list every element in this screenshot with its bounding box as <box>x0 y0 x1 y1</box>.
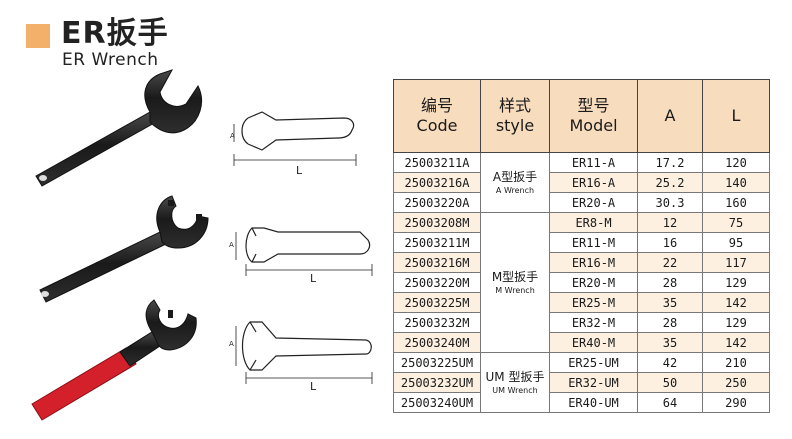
model-cell: ER8-M <box>549 212 638 233</box>
l-value-cell: 142 <box>702 332 770 353</box>
column-header-l: L <box>702 79 770 153</box>
l-dimension-label-3: L <box>310 380 317 393</box>
l-value-cell: 290 <box>702 392 770 413</box>
a-value-cell: 28 <box>637 272 703 293</box>
page-subtitle: ER Wrench <box>62 50 159 70</box>
um-wrench-line-drawing <box>235 321 373 384</box>
l-value-cell: 117 <box>702 252 770 273</box>
m-wrench-photo <box>39 195 209 303</box>
table-row: 25003216A ER16-A 25.2 140 <box>393 172 770 193</box>
a-value-cell: 12 <box>637 212 703 233</box>
l-value-cell: 160 <box>702 192 770 213</box>
code-cell: 25003216A <box>393 172 481 193</box>
model-cell: ER40-UM <box>549 392 638 413</box>
a-value-cell: 30.3 <box>637 192 703 213</box>
table-row: 25003240UM ER40-UM 64 290 <box>393 392 770 413</box>
model-cell: ER32-UM <box>549 372 638 393</box>
code-cell: 25003216M <box>393 252 481 273</box>
l-value-cell: 210 <box>702 352 770 373</box>
model-cell: ER25-M <box>549 292 638 313</box>
table-row: 25003240M ER40-M 35 142 <box>393 332 770 353</box>
model-cell: ER20-M <box>549 272 638 293</box>
l-value-cell: 140 <box>702 172 770 193</box>
column-header-a: A <box>637 79 703 153</box>
table-row: 25003220A ER20-A 30.3 160 <box>393 192 770 213</box>
model-cell: ER11-A <box>549 152 638 173</box>
code-cell: 25003220M <box>393 272 481 293</box>
code-cell: 25003220A <box>393 192 481 213</box>
table-row: 25003232M ER32-M 28 129 <box>393 312 770 333</box>
code-cell: 25003240UM <box>393 392 481 413</box>
page-title: ER扳手 <box>61 16 169 51</box>
a-value-cell: 64 <box>637 392 703 413</box>
a-wrench-line-drawing <box>233 111 357 166</box>
code-cell: 25003240M <box>393 332 481 353</box>
a-value-cell: 35 <box>637 292 703 313</box>
code-cell: 25003225M <box>393 292 481 313</box>
a-wrench-photo <box>35 69 202 187</box>
code-cell: 25003211M <box>393 232 481 253</box>
a-value-cell: 50 <box>637 372 703 393</box>
code-cell: 25003232UM <box>393 372 481 393</box>
table-row: 25003225M ER25-M 35 142 <box>393 292 770 313</box>
code-cell: 25003211A <box>393 152 481 173</box>
l-value-cell: 142 <box>702 292 770 313</box>
l-value-cell: 120 <box>702 152 770 173</box>
code-cell: 25003232M <box>393 312 481 333</box>
a-value-cell: 22 <box>637 252 703 273</box>
l-value-cell: 250 <box>702 372 770 393</box>
a-value-cell: 42 <box>637 352 703 373</box>
model-cell: ER40-M <box>549 332 638 353</box>
code-cell: 25003208M <box>393 212 481 233</box>
a-value-cell: 28 <box>637 312 703 333</box>
code-cell: 25003225UM <box>393 352 481 373</box>
l-value-cell: 129 <box>702 272 770 293</box>
m-wrench-line-drawing <box>235 227 373 276</box>
a-dimension-label-1: A <box>230 132 235 140</box>
a-dimension-label-2: A <box>229 241 234 249</box>
l-value-cell: 129 <box>702 312 770 333</box>
l-value-cell: 75 <box>702 212 770 233</box>
model-cell: ER25-UM <box>549 352 638 373</box>
model-cell: ER20-A <box>549 192 638 213</box>
a-value-cell: 17.2 <box>637 152 703 173</box>
table-row: 25003211M ER11-M 16 95 <box>393 232 770 253</box>
title-accent-square <box>26 24 50 48</box>
model-cell: ER16-M <box>549 252 638 273</box>
model-cell: ER11-M <box>549 232 638 253</box>
um-wrench-photo <box>31 299 197 421</box>
model-cell: ER32-M <box>549 312 638 333</box>
l-dimension-label-1: L <box>296 164 303 177</box>
table-row: 25003232UM ER32-UM 50 250 <box>393 372 770 393</box>
wrench-illustrations: A L A L A L <box>31 69 373 421</box>
a-value-cell: 16 <box>637 232 703 253</box>
model-cell: ER16-A <box>549 172 638 193</box>
a-dimension-label-3: A <box>229 340 234 348</box>
l-dimension-label-2: L <box>310 272 317 285</box>
l-value-cell: 95 <box>702 232 770 253</box>
table-row: 25003220M ER20-M 28 129 <box>393 272 770 293</box>
a-value-cell: 35 <box>637 332 703 353</box>
a-value-cell: 25.2 <box>637 172 703 193</box>
table-row: 25003216M ER16-M 22 117 <box>393 252 770 273</box>
